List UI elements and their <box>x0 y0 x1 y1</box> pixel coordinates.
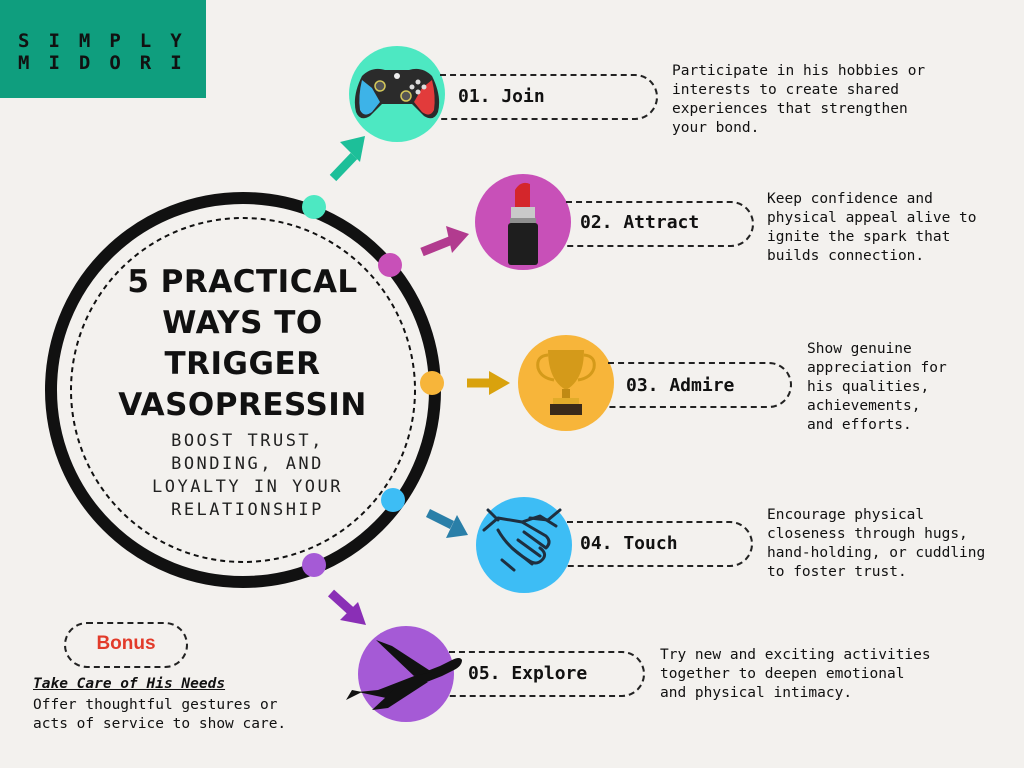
step-label-join: 01. Join <box>458 86 545 107</box>
title-line-3: TRIGGER <box>164 346 321 382</box>
step-description-admire: Show genuine appreciation for his qualit… <box>807 340 947 435</box>
desc-line: and efforts. <box>807 417 912 433</box>
bonus-pill <box>64 622 188 668</box>
airplane-icon <box>346 640 462 710</box>
desc-line: Encourage physical <box>767 507 925 523</box>
desc-line: interests to create shared <box>672 82 899 98</box>
gamepad-icon <box>354 68 440 119</box>
title-line-1: 5 PRACTICAL <box>127 264 358 300</box>
inner-dashed-ring <box>70 217 416 563</box>
subtitle-line-2: BONDING, AND <box>171 454 324 474</box>
ring-dot-attract <box>378 253 402 277</box>
desc-line: appreciation for <box>807 360 947 376</box>
desc-line: hand-holding, or cuddling <box>767 545 986 561</box>
desc-line: closeness through hugs, <box>767 526 968 542</box>
desc-line: together to deepen emotional <box>660 666 905 682</box>
step-description-attract: Keep confidence and physical appeal aliv… <box>767 190 977 266</box>
step-description-explore: Try new and exciting activities together… <box>660 646 931 703</box>
main-title: 5 PRACTICAL WAYS TO TRIGGER VASOPRESSIN <box>85 262 400 426</box>
title-line-2: WAYS TO <box>162 305 323 341</box>
ring-dot-join <box>302 195 326 219</box>
desc-line: ignite the spark that <box>767 229 951 245</box>
arrow-admire <box>467 371 510 395</box>
brand-line-1: SIMPLY <box>18 30 201 52</box>
step-label-admire: 03. Admire <box>626 375 735 396</box>
step-pill-touch <box>567 521 753 567</box>
desc-line: Show genuine <box>807 341 912 357</box>
arrow-attract <box>420 226 469 257</box>
step-label-touch: 04. Touch <box>580 533 678 554</box>
bonus-text-line: Offer thoughtful gestures or <box>33 697 278 713</box>
bonus-title: Take Care of His Needs <box>33 676 226 692</box>
explore-circle <box>358 626 454 722</box>
step-pill-explore <box>449 651 645 697</box>
desc-line: experiences that strengthen <box>672 101 908 117</box>
arrow-join <box>329 136 365 182</box>
desc-line: and physical intimacy. <box>660 685 853 701</box>
desc-line: to foster trust. <box>767 564 907 580</box>
desc-line: physical appeal alive to <box>767 210 977 226</box>
ring-dot-explore <box>302 553 326 577</box>
step-label-explore: 05. Explore <box>468 663 588 684</box>
desc-line: Keep confidence and <box>767 191 933 207</box>
brand-line-2: MIDORI <box>18 52 201 74</box>
bonus-text: Offer thoughtful gestures or acts of ser… <box>33 696 286 734</box>
subtitle: BOOST TRUST, BONDING, AND LOYALTY IN YOU… <box>105 430 390 522</box>
ring-dot-touch <box>381 488 405 512</box>
bonus-text-line: acts of service to show care. <box>33 716 287 732</box>
step-pill-attract <box>566 201 754 247</box>
desc-line: builds connection. <box>767 248 925 264</box>
subtitle-line-4: RELATIONSHIP <box>171 500 324 520</box>
handshake-icon <box>482 508 562 572</box>
trophy-icon <box>536 350 596 415</box>
desc-line: Try new and exciting activities <box>660 647 931 663</box>
desc-line: achievements, <box>807 398 921 414</box>
arrow-explore <box>327 589 366 625</box>
ring-dot-admire <box>420 371 444 395</box>
subtitle-line-3: LOYALTY IN YOUR <box>151 477 344 497</box>
step-pill-join <box>440 74 658 120</box>
desc-line: your bond. <box>672 120 760 136</box>
lipstick-icon <box>508 182 538 265</box>
desc-line: Participate in his hobbies or <box>672 63 926 79</box>
subtitle-line-1: BOOST TRUST, <box>171 431 324 451</box>
desc-line: his qualities, <box>807 379 930 395</box>
step-pill-admire <box>608 362 792 408</box>
title-line-4: VASOPRESSIN <box>118 387 367 423</box>
step-description-join: Participate in his hobbies or interests … <box>672 62 925 138</box>
step-description-touch: Encourage physical closeness through hug… <box>767 506 985 582</box>
bonus-label: Bonus <box>96 633 156 654</box>
step-label-attract: 02. Attract <box>580 212 700 233</box>
brand-block: SIMPLY MIDORI <box>0 0 206 98</box>
arrow-touch <box>425 508 468 538</box>
